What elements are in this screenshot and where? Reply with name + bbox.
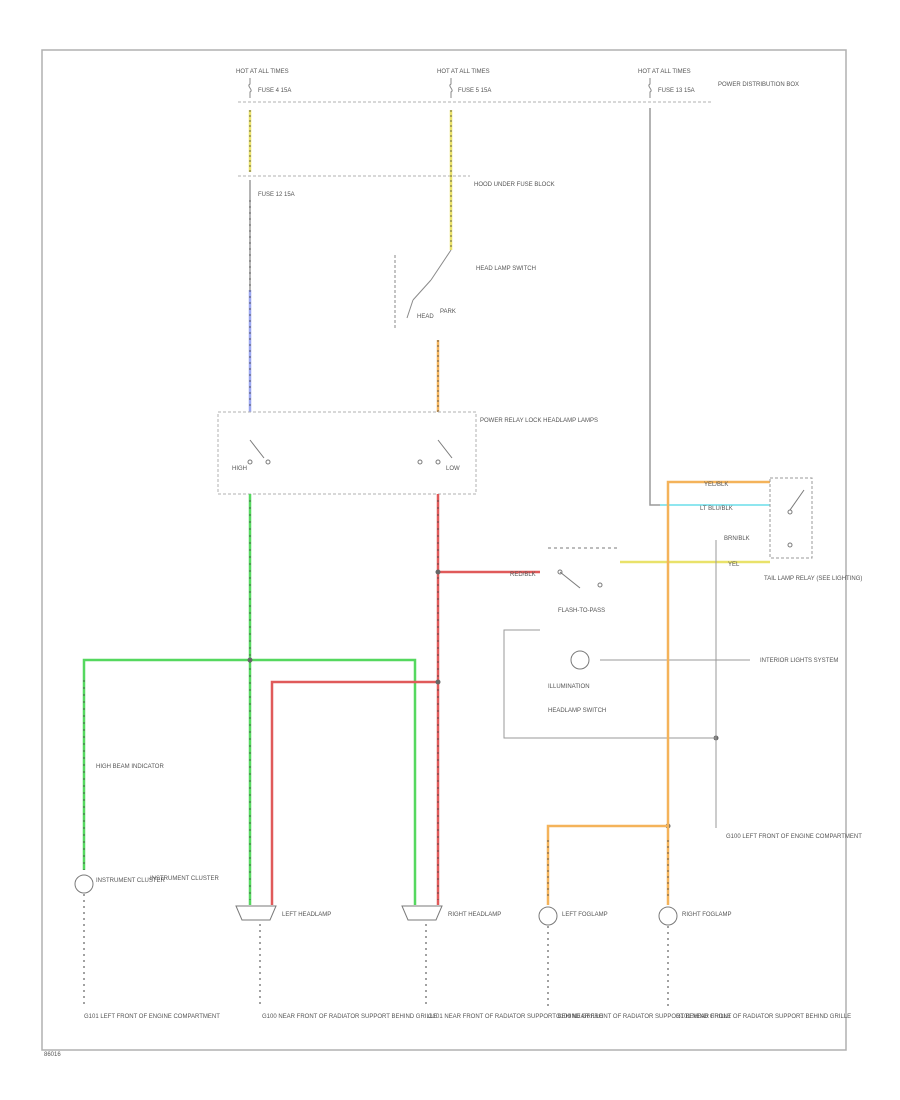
wire-orange-right <box>666 480 770 905</box>
relay-label: POWER RELAY LOCK HEADLAMP LAMPS <box>480 418 598 424</box>
instrument-label: INSTRUMENT CLUSTER <box>96 878 166 884</box>
fuse-label-2: HOT AT ALL TIMES <box>437 69 490 75</box>
headlamp-switch-pin-head: HEAD <box>417 314 434 320</box>
headlamp-switch-label: HEADLAMP SWITCH <box>548 708 606 714</box>
ground-2: G100 NEAR FRONT OF RADIATOR SUPPORT BEHI… <box>262 1014 437 1020</box>
right-relay-box <box>769 477 813 559</box>
wire-tag-4: YEL <box>728 562 740 568</box>
lamp-right-headlamp: RIGHT HEADLAMP <box>448 912 501 918</box>
head-switch-label: HEAD LAMP SWITCH <box>476 266 536 272</box>
head-switch <box>394 249 452 330</box>
instrument-indicator <box>74 874 94 894</box>
multifunction-switch <box>548 547 620 589</box>
instrument-cluster-label: INSTRUMENT CLUSTER <box>150 876 220 882</box>
top-fuses <box>248 78 652 98</box>
footer-code: 86016 <box>44 1052 61 1058</box>
wire-tag-5: RED/BLK <box>510 572 536 578</box>
lamp-left-foglamp: LEFT FOGLAMP <box>562 912 608 918</box>
fuse-name-1: FUSE 4 15A <box>258 88 291 94</box>
fuse-block-note: HOOD UNDER FUSE BLOCK <box>474 182 555 188</box>
ground-label: G100 LEFT FRONT OF ENGINE COMPARTMENT <box>726 834 862 840</box>
illumination-label: ILLUMINATION <box>548 684 590 690</box>
lamp-left-headlamp: LEFT HEADLAMP <box>282 912 331 918</box>
right-relay-contacts <box>787 489 805 548</box>
wire-tag-2: LT BLU/BLK <box>700 506 733 512</box>
headlamp-switch-box <box>503 540 717 739</box>
ground-3: G101 NEAR FRONT OF RADIATOR SUPPORT BEHI… <box>428 1014 603 1020</box>
interior-system-label: INTERIOR LIGHTS SYSTEM <box>760 658 838 664</box>
high-beam-indicator: HIGH BEAM INDICATOR <box>96 764 164 770</box>
wire-orange-left-fog <box>546 824 668 905</box>
headlamp-switch-pin-park: PARK <box>440 309 456 315</box>
wire-gray-fuse13 <box>649 108 770 506</box>
relay-pin-low: LOW <box>446 466 460 472</box>
diagram-frame <box>41 49 847 1051</box>
ground-4: G100 NEAR FRONT OF RADIATOR SUPPORT BEHI… <box>556 1014 731 1020</box>
fuse-block-label: FUSE 12 15A <box>258 192 295 198</box>
fuse-name-2: FUSE 5 15A <box>458 88 491 94</box>
relay-pin-high: HIGH <box>232 466 247 472</box>
power-dist-box-label: POWER DISTRIBUTION BOX <box>718 82 799 88</box>
fuse-label-1: HOT AT ALL TIMES <box>236 69 289 75</box>
ground-leads <box>83 894 669 1008</box>
wire-red-left <box>270 680 438 905</box>
lamp-right-foglamp: RIGHT FOGLAMP <box>682 912 732 918</box>
junction-dots <box>247 569 719 829</box>
tag-flash: FLASH-TO-PASS <box>558 608 605 614</box>
relay-box <box>217 411 477 495</box>
ground-5: G101 NEAR FRONT OF RADIATOR SUPPORT BEHI… <box>676 1014 851 1020</box>
wire-tag-1: YEL/BLK <box>704 482 728 488</box>
fuse-label-3: HOT AT ALL TIMES <box>638 69 691 75</box>
ground-1: G101 LEFT FRONT OF ENGINE COMPARTMENT <box>84 1014 220 1020</box>
wire-tag-3: BRN/BLK <box>724 536 750 542</box>
lamp-symbols <box>235 905 678 926</box>
fuse-name-3: FUSE 13 15A <box>658 88 695 94</box>
right-relay-label: TAIL LAMP RELAY (SEE LIGHTING) <box>764 576 862 582</box>
indicator-lamp <box>570 650 590 670</box>
relay-contacts <box>247 439 453 465</box>
